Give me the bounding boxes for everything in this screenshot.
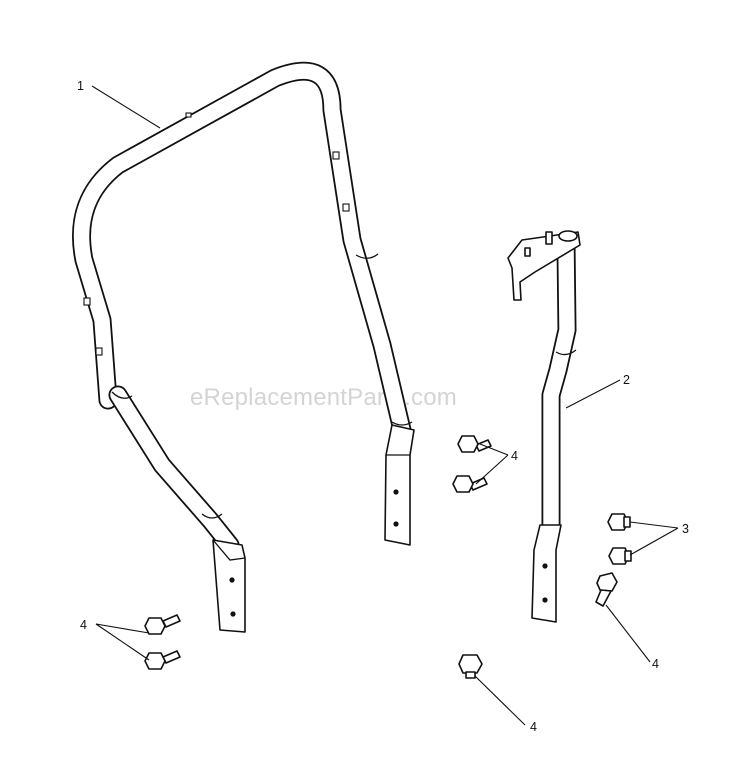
callout-part-4-left: 4 [80,618,87,632]
callout-part-3: 3 [682,522,689,536]
leader-part-3 [629,521,679,556]
watermark-text: eReplacementParts.com [190,384,457,411]
leader-part-4-middle [475,443,509,485]
callout-part-4-bottom: 4 [530,720,537,734]
leader-part-4-bottom [474,675,526,726]
bolt-bottom [458,654,483,679]
bolt-left-lower [144,650,181,670]
callout-part-1: 1 [77,79,84,93]
callout-part-4-right: 4 [652,657,659,671]
nut-right-lower [608,547,632,565]
leader-part-4-left [95,623,150,661]
bolt-upper-middle [457,435,492,453]
nut-right-upper [607,513,631,531]
leader-part-4-right [605,604,651,663]
support-arm [507,230,581,623]
bolt-left-upper [144,614,181,635]
bolt-right-angled [595,572,618,607]
roll-bar-frame [72,61,415,633]
callout-part-4-middle: 4 [511,449,518,463]
leader-part-1 [91,85,161,129]
callout-part-2: 2 [623,373,630,387]
leader-part-2 [565,379,621,409]
bolt-lower-middle [452,475,488,493]
